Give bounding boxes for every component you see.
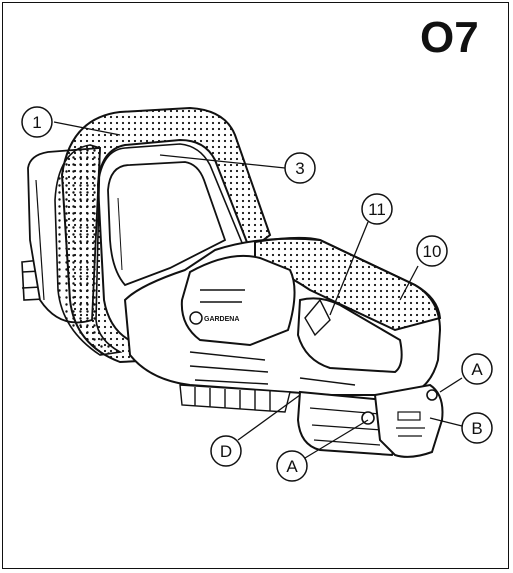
leader-B [429, 417, 463, 427]
hand-guard [54, 144, 123, 356]
svg-text:3: 3 [295, 159, 304, 178]
cooling-ribs [179, 384, 291, 413]
callout-11: 11 [361, 193, 393, 225]
leader-A-bottom [304, 419, 369, 459]
svg-text:D: D [220, 442, 232, 461]
leader-1 [53, 121, 121, 136]
leader-D [237, 394, 301, 441]
callout-A-right: A [461, 353, 493, 385]
callout-B: B [461, 412, 493, 444]
svg-text:11: 11 [368, 200, 386, 219]
leader-lines [53, 121, 463, 459]
svg-text:A: A [471, 360, 483, 379]
svg-text:A: A [286, 457, 298, 476]
svg-text:B: B [471, 419, 482, 438]
front-handle [60, 106, 272, 364]
brand-text: GARDENA [204, 316, 239, 323]
brand-badge: GARDENA [189, 311, 239, 325]
callout-1: 1 [21, 106, 53, 138]
callout-10: 10 [416, 235, 448, 267]
leader-A-right [439, 377, 463, 393]
callout-A-bottom: A [276, 450, 308, 482]
leader-3 [159, 154, 286, 169]
motor-housing [123, 236, 442, 396]
callout-D: D [210, 435, 242, 467]
callout-3: 3 [284, 152, 316, 184]
page-id: O7 [420, 13, 479, 62]
leader-11 [329, 221, 369, 316]
leader-10 [399, 265, 419, 301]
battery-pack [296, 383, 444, 458]
svg-text:10: 10 [423, 242, 442, 261]
svg-text:1: 1 [32, 113, 41, 132]
